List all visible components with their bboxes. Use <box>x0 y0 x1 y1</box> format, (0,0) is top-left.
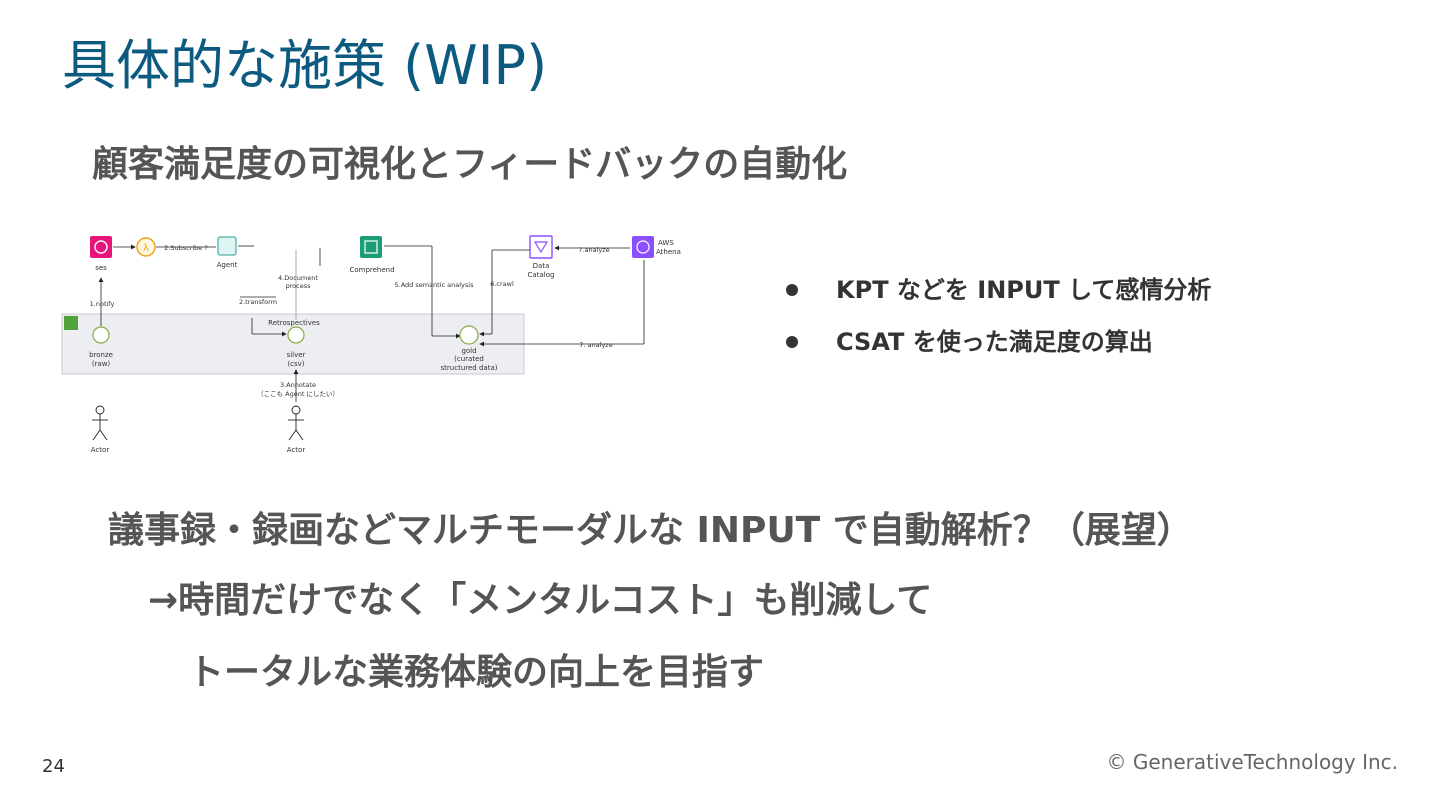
actor-right-icon <box>288 405 304 441</box>
retrospectives-bucket <box>61 313 525 375</box>
bronze-label-2: (raw) <box>92 360 111 368</box>
ses-icon <box>90 236 112 258</box>
body-line-2: →時間だけでなく「メンタルコスト」も削減して <box>148 580 933 621</box>
gold-label-3: structured data) <box>441 364 498 372</box>
silver-label-1: silver <box>287 351 306 359</box>
edge-semantic-label: 5.Add semantic analysis <box>395 281 475 289</box>
body-line-3: トータルな業務体験の向上を目指す <box>188 652 765 693</box>
gold-label-1: gold <box>461 347 476 355</box>
edge-transform-label: 2.transform <box>239 298 277 306</box>
bullet-dot-icon <box>786 284 798 296</box>
silver-node <box>287 326 305 344</box>
body-line-1: 議事録・録画などマルチモーダルな INPUT で自動解析？（展望） <box>108 510 1193 551</box>
agent-icon <box>217 236 237 256</box>
athena-icon <box>632 236 654 258</box>
actor-left-icon <box>92 405 108 441</box>
comprehend-label: Comprehend <box>349 266 394 274</box>
gold-label-2: (curated <box>454 355 484 363</box>
edge-annotate-label-1: 3.Annotate <box>280 381 316 389</box>
agent-label: Agent <box>217 261 238 269</box>
bullet-list: KPT などを INPUT して感情分析 CSAT を使った満足度の算出 <box>784 268 1211 372</box>
slide-title: 具体的な施策 (WIP) <box>62 34 548 97</box>
data-catalog-label-1: Data <box>533 262 550 270</box>
copyright: © GenerativeTechnology Inc. <box>1106 750 1398 774</box>
edge-subscribe-label: 2.Subscribe ? <box>164 244 208 252</box>
ses-label: ses <box>95 264 107 272</box>
retrospectives-label: Retrospectives <box>268 319 320 327</box>
bullet-item: KPT などを INPUT して感情分析 <box>784 268 1211 320</box>
athena-label-2: Athena <box>656 248 681 256</box>
bronze-label-1: bronze <box>89 351 113 359</box>
edge-analyze-top-label: 7.analyze <box>578 246 609 254</box>
architecture-diagram: Retrospectives ses λ Agent 2.Subscribe ?… <box>61 235 681 454</box>
edge-analyze-bottom-label: 7. analyze <box>579 341 612 349</box>
comprehend-icon <box>360 236 382 258</box>
gold-node <box>459 325 479 345</box>
page-number: 24 <box>42 756 65 777</box>
edge-document-label-2: process <box>286 282 312 290</box>
bullet-dot-icon <box>786 336 798 348</box>
bullet-text: KPT などを INPUT して感情分析 <box>836 276 1212 304</box>
slide-subtitle: 顧客満足度の可視化とフィードバックの自動化 <box>92 144 848 185</box>
svg-text:λ: λ <box>143 243 149 254</box>
edge-annotate-label-2: （ここも Agent にしたい） <box>257 390 339 398</box>
data-catalog-label-2: Catalog <box>528 271 555 279</box>
bullet-text: CSAT を使った満足度の算出 <box>836 328 1153 356</box>
athena-label-1: AWS <box>658 239 674 247</box>
s3-bucket-icon <box>64 316 78 330</box>
edge-notify-label: 1.notify <box>90 300 115 308</box>
lambda-icon <box>136 237 156 257</box>
actor-right-label: Actor <box>287 446 306 454</box>
edge-crawl-label: 6.crawl <box>490 280 514 288</box>
silver-label-2: (csv) <box>287 360 304 368</box>
bullet-item: CSAT を使った満足度の算出 <box>784 320 1211 372</box>
bronze-node <box>92 326 110 344</box>
actor-left-label: Actor <box>91 446 110 454</box>
edge-document-label-1: 4.Document <box>278 274 318 282</box>
data-catalog-icon <box>529 235 553 259</box>
